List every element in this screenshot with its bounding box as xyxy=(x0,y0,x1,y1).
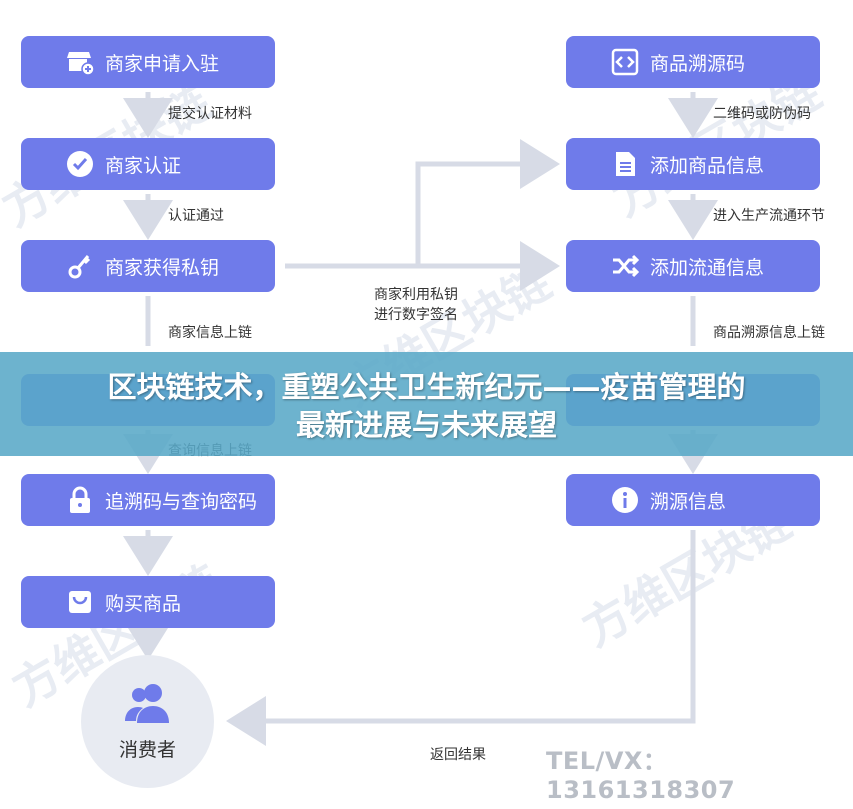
title-banner: 区块链技术，重塑公共卫生新纪元——疫苗管理的 最新进展与未来展望 xyxy=(0,352,853,456)
node-add-product-info: 添加商品信息 xyxy=(566,138,820,190)
node-merchant-apply: 商家申请入驻 xyxy=(21,36,275,88)
node-merchant-key: 商家获得私钥 xyxy=(21,240,275,292)
edge-label-trace-chain: 商品溯源信息上链 xyxy=(713,325,825,341)
node-label: 商家认证 xyxy=(105,154,182,177)
edge-label-submit: 提交认证材料 xyxy=(168,106,252,122)
node-trace-code-product: 商品溯源码 xyxy=(566,36,820,88)
user-group-icon xyxy=(123,681,173,729)
banner-title-line1: 区块链技术，重塑公共卫生新纪元——疫苗管理的 xyxy=(107,370,746,404)
node-label: 商家获得私钥 xyxy=(105,256,220,279)
edge-label-merchant-chain: 商家信息上链 xyxy=(168,325,252,341)
node-merchant-certify: 商家认证 xyxy=(21,138,275,190)
consumer-node: 消费者 xyxy=(81,655,214,788)
banner-title-line2: 最新进展与未来展望 xyxy=(295,408,557,442)
node-label: 添加流通信息 xyxy=(650,256,765,279)
node-purchase: 购买商品 xyxy=(21,576,275,628)
contact-info: TEL/VX：13161318307 xyxy=(546,747,736,804)
code-icon xyxy=(610,47,640,77)
edge-label-sign-line1: 商家利用私钥 xyxy=(374,287,458,303)
edge-label-qr: 二维码或防伪码 xyxy=(713,106,811,122)
node-trace-info: 溯源信息 xyxy=(566,474,820,526)
edge-label-circulation: 进入生产流通环节 xyxy=(713,208,825,224)
consumer-label: 消费者 xyxy=(118,739,176,761)
document-icon xyxy=(610,149,640,179)
key-icon xyxy=(65,251,95,281)
node-label: 添加商品信息 xyxy=(650,154,765,177)
node-label: 购买商品 xyxy=(105,592,182,615)
node-add-circulation-info: 添加流通信息 xyxy=(566,240,820,292)
node-trace-code: 追溯码与查询密码 xyxy=(21,474,275,526)
lock-icon xyxy=(65,485,95,515)
node-label: 商品溯源码 xyxy=(650,52,746,75)
check-circle-icon xyxy=(65,149,95,179)
edge-label-sign-line2: 进行数字签名 xyxy=(374,307,458,323)
edge-label-passed: 认证通过 xyxy=(168,208,224,224)
shopping-bag-icon xyxy=(65,587,95,617)
node-label: 追溯码与查询密码 xyxy=(105,490,258,513)
node-label: 溯源信息 xyxy=(650,490,727,513)
node-label: 商家申请入驻 xyxy=(105,52,220,75)
edge-label-return: 返回结果 xyxy=(430,747,486,763)
info-icon xyxy=(610,485,640,515)
shuffle-icon xyxy=(610,251,640,281)
store-plus-icon xyxy=(65,47,95,77)
